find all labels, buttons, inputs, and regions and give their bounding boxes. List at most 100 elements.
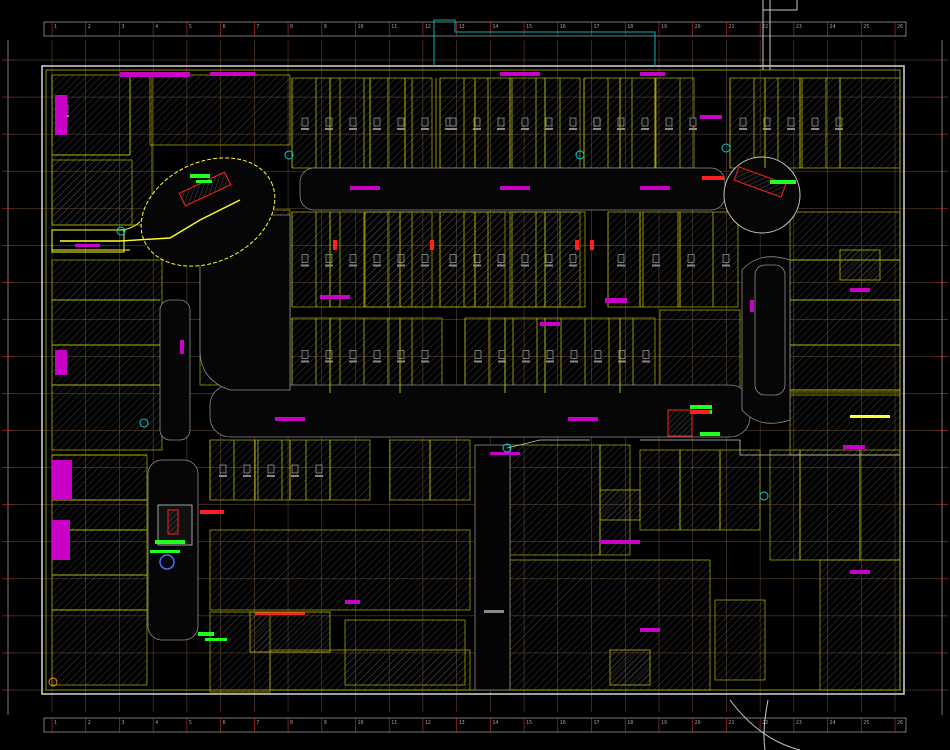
annotation-tag (210, 72, 255, 76)
store-id (618, 360, 626, 363)
store-tag (522, 350, 530, 359)
column-axis-label: 13 (459, 720, 465, 726)
store-id (835, 128, 843, 130)
column-axis-label: 1 (54, 24, 57, 30)
shop-unit (639, 449, 761, 531)
store-id (498, 360, 506, 363)
store-id (722, 264, 730, 267)
shop-unit (789, 211, 901, 393)
column-axis-label: 24 (830, 720, 836, 726)
partition-walls (52, 75, 900, 611)
column-axis-label: 15 (526, 720, 532, 726)
store-id (811, 128, 819, 130)
stair (609, 649, 651, 686)
store-id (665, 128, 673, 130)
annotation-tag (52, 460, 72, 500)
store-tag (763, 117, 771, 127)
column-axis-label: 1 (54, 720, 57, 726)
annotation-tag (640, 72, 665, 76)
store-id (617, 128, 625, 130)
store-id (315, 475, 323, 477)
store-id (545, 264, 553, 267)
pipe-line (506, 439, 590, 449)
store-tag (301, 254, 309, 263)
store-tag (617, 117, 625, 127)
column-axis-label: 12 (425, 720, 431, 726)
column-axis-label: 7 (256, 720, 259, 726)
store-tag (665, 117, 673, 127)
store-id (325, 360, 333, 363)
annotation-tag (850, 570, 870, 574)
store-id (763, 128, 771, 130)
annotation-tag (500, 72, 540, 76)
store-id (497, 128, 505, 130)
store-tag (593, 117, 601, 127)
pipe-line (640, 439, 900, 456)
store-id (617, 264, 625, 267)
store-id (687, 264, 695, 267)
store-tag (325, 254, 333, 263)
store-id (546, 360, 554, 363)
store-id (474, 360, 482, 363)
annotation-tag (850, 288, 870, 292)
store-id (739, 128, 747, 130)
store-tag (373, 350, 381, 359)
store-tag (641, 117, 649, 127)
column-axis-label: 6 (223, 720, 226, 726)
column-axis-label: 20 (695, 24, 701, 30)
store-tag (570, 350, 578, 359)
column-axis-label: 20 (695, 720, 701, 726)
annotation-tag (200, 510, 224, 514)
shop-unit (51, 159, 133, 226)
store-id (325, 264, 333, 267)
column-axis-label: 3 (121, 24, 124, 30)
column-axis-label: 16 (560, 24, 566, 30)
row-axis-ticks (2, 59, 948, 691)
atrium-east (702, 156, 801, 234)
column-axis-label: 4 (155, 24, 158, 30)
store-tag (397, 350, 405, 359)
shop-unit (344, 619, 466, 686)
store-id (521, 264, 529, 267)
column-axis-label: 9 (324, 720, 327, 726)
column-axis-label: 3 (121, 720, 124, 726)
store-id (652, 264, 660, 267)
column-axis-label: 2 (88, 24, 91, 30)
store-tag (397, 254, 405, 263)
store-tag (349, 117, 357, 127)
store-id (243, 475, 251, 477)
column-axis-label: 2 (88, 720, 91, 726)
store-tag (291, 464, 299, 474)
store-tag (739, 117, 747, 127)
annotation-tag (568, 417, 598, 421)
store-id (421, 360, 429, 363)
stair (599, 489, 641, 521)
store-tag (521, 254, 529, 263)
stair (249, 611, 331, 653)
store-tag (498, 350, 506, 359)
store-tag (325, 117, 333, 127)
annotation-tag (55, 350, 67, 375)
store-id (301, 360, 309, 363)
column-axis-label: 8 (290, 24, 293, 30)
column-axis-label: 17 (594, 720, 600, 726)
shop-unit (583, 77, 695, 169)
column-axis-ticks: 1122334455667788991010111112121313141415… (51, 22, 903, 732)
annotation-tag (500, 186, 530, 190)
store-tag (687, 254, 695, 263)
store-id (473, 264, 481, 267)
store-id (291, 475, 299, 477)
store-tag (421, 254, 429, 263)
column-axis-label: 19 (661, 24, 667, 30)
column-axis-label: 25 (863, 24, 869, 30)
annotation-tag (843, 445, 865, 449)
annotation-tag (484, 610, 504, 613)
annotation-tag (275, 417, 305, 421)
store-id (521, 128, 529, 130)
store-id (449, 128, 457, 130)
store-tag (569, 254, 577, 263)
store-id (421, 128, 429, 130)
store-id (301, 264, 309, 267)
column-axis-label: 19 (661, 720, 667, 726)
